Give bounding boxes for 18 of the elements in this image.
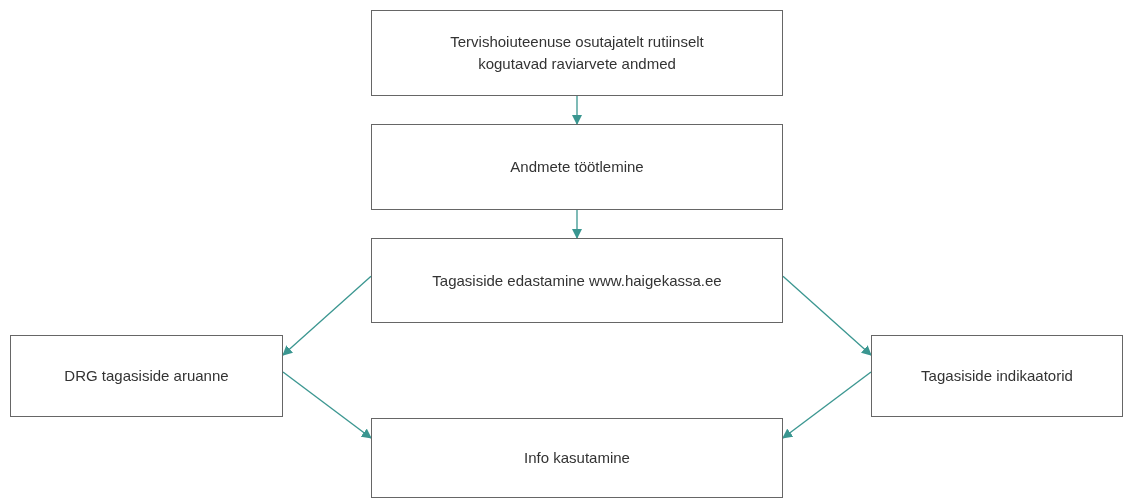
arrow [572, 95, 582, 125]
box-label: DRG tagasiside aruanne [64, 366, 229, 386]
box-label: Tagasiside edastamine www.haigekassa.ee [432, 270, 722, 291]
arrow [282, 275, 372, 356]
arrow [782, 275, 872, 356]
process-box [371, 124, 783, 210]
process-box [871, 335, 1123, 417]
box-label: Tervishoiuteenuse osutajatelt rutiinselt kogutavad raviarvete andmed [449, 32, 705, 74]
box-label: Tagasiside indikaatorid [921, 366, 1073, 386]
process-box [10, 335, 283, 417]
arrow [282, 371, 372, 439]
process-box [371, 418, 783, 498]
process-box [371, 238, 783, 323]
box-label: Andmete töötlemine [510, 157, 644, 177]
arrow [782, 371, 872, 439]
process-box [371, 10, 783, 96]
box-label: Info kasutamine [524, 448, 630, 468]
arrow [572, 209, 582, 239]
